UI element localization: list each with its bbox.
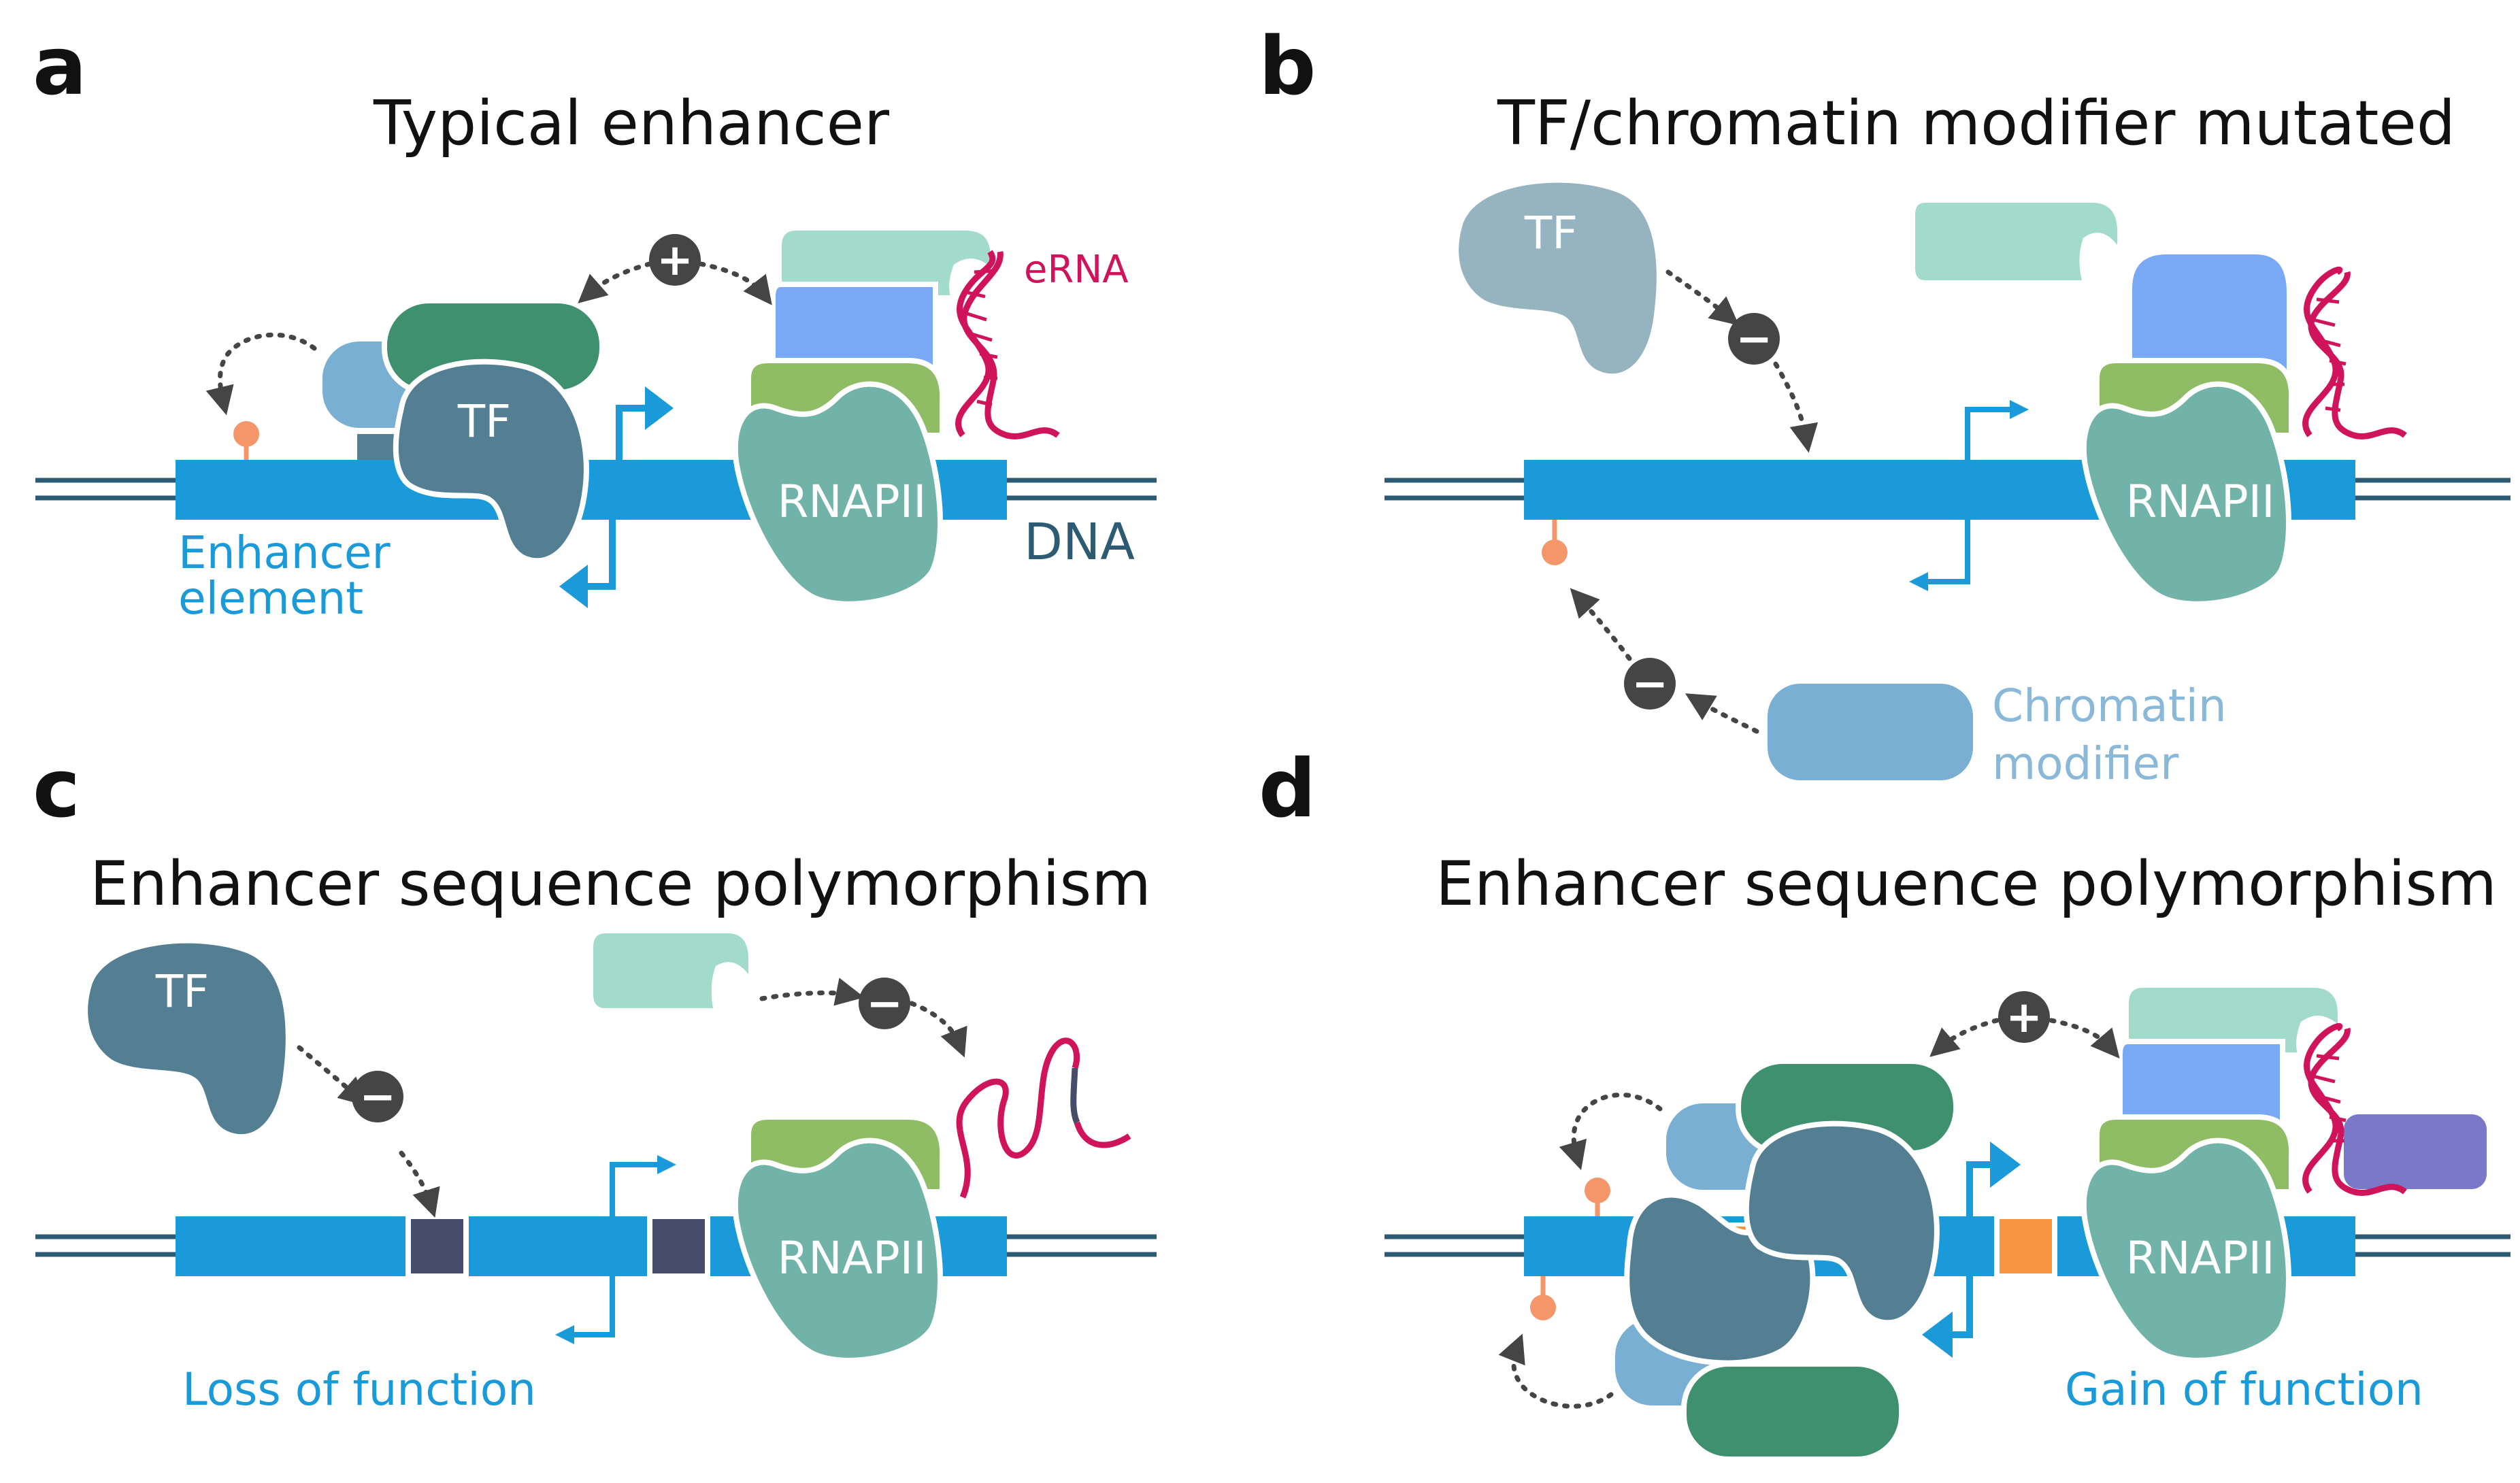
panel-b-title: TF/chromatin modifier mutated	[1497, 88, 2455, 159]
panel-b-chromatin-minus-sign: −	[1624, 658, 1676, 710]
panel-c-tf-arrow-lower	[399, 1150, 440, 1218]
panel-d-methyl-mark-bottom	[1530, 1276, 1556, 1320]
panel-a-tf	[393, 359, 589, 564]
panel-d-mint-cofactor	[2123, 982, 2343, 1058]
panel-b-tss-arrow-forward	[1965, 400, 2029, 460]
svg-text:+: +	[657, 235, 693, 286]
panel-d-caption: Gain of function	[2065, 1363, 2423, 1416]
panel-c-tf-arrow-upper	[297, 1045, 368, 1106]
panel-a: a Typical enhancer TF	[33, 19, 1157, 624]
panel-d-letter: d	[1259, 742, 1316, 835]
panel-d-rnapii	[2080, 1137, 2291, 1363]
panel-a-activation-arrow-left	[578, 261, 652, 303]
panel-c-erna-unwound	[956, 1037, 1131, 1199]
panel-b-chromatin-arrow-upper	[1570, 588, 1632, 661]
panel-b: b TF/chromatin modifier mutated TF	[1259, 19, 2510, 790]
panel-c-letter: c	[33, 742, 80, 835]
panel-c-dna	[35, 1214, 1157, 1279]
panel-d-activation-arrow-right	[2049, 1018, 2120, 1059]
panel-b-tss-arrow-reverse	[1909, 520, 1970, 591]
panel-b-erna-helix	[2302, 266, 2407, 439]
panel-c-cofactor-arrow-left	[759, 978, 865, 1006]
panel-d-purple-factor	[2344, 1114, 2487, 1189]
panel-c-rnapii	[732, 1137, 943, 1363]
svg-text:+: +	[2006, 993, 2042, 1043]
panel-d-erna-helix	[2302, 1022, 2407, 1196]
panel-d-methyl-arrow-top	[1559, 1093, 1663, 1171]
panel-b-tf	[1459, 182, 1657, 374]
panel-c-tss-arrow-reverse	[555, 1276, 615, 1344]
panel-a-mint-cofactor	[776, 225, 996, 301]
panel-d-tss-arrow-reverse	[1922, 1276, 1973, 1358]
panel-a-tss-arrow-reverse	[559, 520, 616, 608]
panel-a-rnapii	[732, 381, 943, 607]
panel-a-methyl-mark	[233, 421, 259, 460]
panel-a-rnapii-label: RNAPII	[777, 476, 926, 528]
panel-b-rnapii-label: RNAPII	[2125, 476, 2274, 528]
panel-d-dna	[1385, 1214, 2510, 1279]
panel-b-methyl-mark	[1542, 520, 1568, 565]
panel-a-letter: a	[33, 19, 87, 113]
panel-c-cofactor-minus-sign: −	[859, 978, 910, 1029]
panel-d-tss-arrow-forward	[1966, 1142, 2021, 1216]
panel-c-tf	[88, 943, 286, 1135]
panel-c-cofactor-arrow-right	[909, 1001, 967, 1058]
panel-c: c Enhancer sequence polymorphism TF RNAP…	[33, 742, 1157, 1416]
svg-text:−: −	[1736, 314, 1772, 365]
panel-d-gain-site-1	[1994, 1214, 2057, 1279]
panel-a-methyl-arrow	[205, 332, 317, 416]
panel-c-tss-arrow-forward	[610, 1155, 676, 1216]
panel-c-mint-cofactor	[593, 933, 748, 1008]
panel-a-tf-dbd	[357, 434, 398, 460]
panel-a-title: Typical enhancer	[373, 88, 889, 159]
panel-c-variant-site-1	[405, 1214, 469, 1279]
panel-b-tf-minus-sign: −	[1728, 313, 1780, 365]
panel-d-activation-arrow-left	[1929, 1018, 2000, 1057]
panel-a-erna-helix	[955, 250, 1060, 439]
panel-b-rnapii	[2080, 381, 2291, 607]
panel-d-rnapii-label: RNAPII	[2125, 1232, 2274, 1284]
panel-a-tf-label: TF	[457, 395, 511, 448]
panel-a-plus-sign: +	[649, 234, 701, 286]
panel-b-tf-arrow-upper	[1665, 269, 1740, 326]
panel-c-caption: Loss of function	[182, 1363, 536, 1416]
panel-b-chromatin-arrow-lower	[1685, 693, 1759, 734]
panel-b-chromatin-modifier	[1768, 684, 1973, 780]
svg-text:−: −	[1631, 659, 1668, 710]
panel-a-tss-arrow-forward	[616, 386, 674, 460]
panel-d-methyl-mark-top	[1585, 1178, 1610, 1216]
panel-c-variant-site-2	[647, 1214, 710, 1279]
panel-b-tf-label: TF	[1524, 207, 1578, 259]
panel-b-chromatin-label-line1: Chromatin	[1992, 680, 2227, 732]
panel-d-plus-sign: +	[1998, 991, 2050, 1043]
panel-a-enhancer-label-line2: element	[178, 572, 363, 624]
panel-d: d Enhancer sequence polymorphism	[1259, 742, 2510, 1462]
svg-text:−: −	[866, 979, 903, 1029]
svg-text:−: −	[359, 1072, 396, 1122]
panel-a-enhancer-label-line1: Enhancer	[178, 527, 391, 579]
panel-b-tf-arrow-lower	[1773, 361, 1819, 453]
panel-b-chromatin-label-line2: modifier	[1992, 737, 2179, 790]
panel-a-activation-arrow-right	[698, 261, 772, 305]
panel-c-title: Enhancer sequence polymorphism	[90, 848, 1151, 920]
panel-d-title: Enhancer sequence polymorphism	[1436, 848, 2497, 920]
panel-d-methyl-arrow-bottom	[1498, 1333, 1614, 1409]
panel-b-dna	[1385, 460, 2510, 520]
panel-a-erna-label: eRNA	[1024, 248, 1129, 292]
panel-b-mediator	[2127, 249, 2292, 376]
panel-c-tf-minus-sign: −	[352, 1071, 403, 1122]
panel-c-rnapii-label: RNAPII	[777, 1232, 926, 1284]
panel-b-mint-cofactor	[1915, 203, 2117, 280]
panel-b-letter: b	[1259, 19, 1316, 113]
panel-d-cofactor-dark-green-lower	[1681, 1361, 1904, 1462]
panel-a-dna	[35, 460, 1157, 520]
panel-c-tf-label: TF	[155, 965, 209, 1018]
panel-a-dna-label: DNA	[1024, 513, 1135, 571]
panel-d-tf-upper	[1743, 1120, 1940, 1326]
